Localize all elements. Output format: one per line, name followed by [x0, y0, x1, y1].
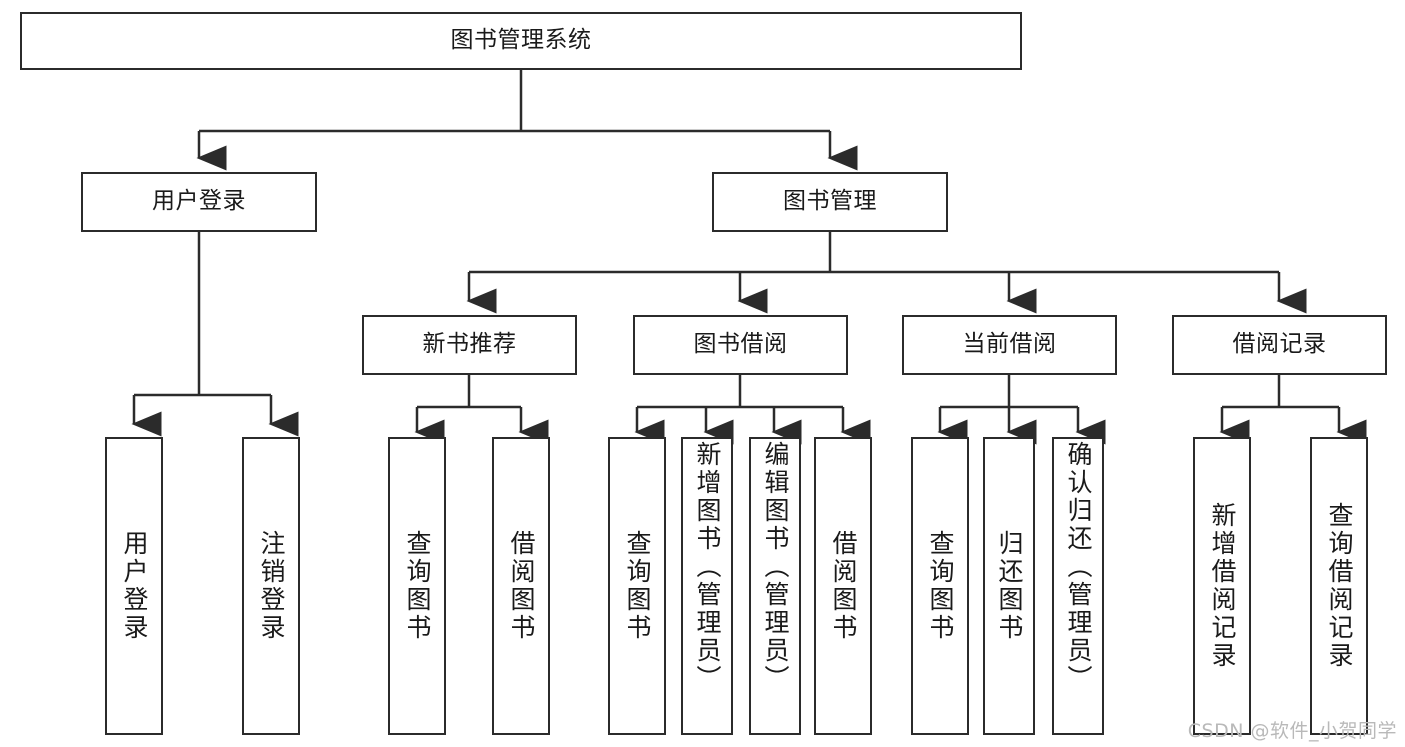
leaf-borrow-book-2-label: 借阅图书	[829, 530, 858, 642]
node-user-login-label: 用户登录	[152, 188, 246, 215]
node-borrow-record[interactable]: 借阅记录	[1172, 315, 1387, 375]
node-book-borrow-label: 图书借阅	[693, 331, 788, 358]
node-book-management[interactable]: 图书管理	[712, 172, 948, 232]
leaf-add-book-label: 新增图书（管理员）	[693, 441, 722, 693]
leaf-return-book[interactable]: 归还图书	[983, 437, 1035, 735]
leaf-add-book[interactable]: 新增图书（管理员）	[681, 437, 733, 735]
leaf-query-book-2[interactable]: 查询图书	[608, 437, 666, 735]
leaf-add-record[interactable]: 新增借阅记录	[1193, 437, 1251, 735]
leaf-user-login-label: 用户登录	[120, 530, 149, 642]
leaf-query-record[interactable]: 查询借阅记录	[1310, 437, 1368, 735]
leaf-edit-book[interactable]: 编辑图书（管理员）	[749, 437, 801, 735]
leaf-query-record-label: 查询借阅记录	[1325, 502, 1354, 670]
node-current-borrow-label: 当前借阅	[962, 331, 1057, 358]
leaf-confirm-return[interactable]: 确认归还（管理员）	[1052, 437, 1104, 735]
node-book-management-label: 图书管理	[783, 188, 877, 215]
leaf-query-book-1[interactable]: 查询图书	[388, 437, 446, 735]
leaf-confirm-return-label: 确认归还（管理员）	[1064, 441, 1093, 693]
node-current-borrow[interactable]: 当前借阅	[902, 315, 1117, 375]
leaf-add-record-label: 新增借阅记录	[1208, 502, 1237, 670]
leaf-edit-book-label: 编辑图书（管理员）	[761, 441, 790, 693]
leaf-borrow-book-2[interactable]: 借阅图书	[814, 437, 872, 735]
leaf-user-logout-label: 注销登录	[257, 530, 286, 642]
node-root[interactable]: 图书管理系统	[20, 12, 1022, 70]
leaf-user-login[interactable]: 用户登录	[105, 437, 163, 735]
leaf-query-book-2-label: 查询图书	[623, 530, 652, 642]
leaf-user-logout[interactable]: 注销登录	[242, 437, 300, 735]
node-user-login[interactable]: 用户登录	[81, 172, 317, 232]
node-borrow-record-label: 借阅记录	[1232, 331, 1327, 358]
leaf-query-book-1-label: 查询图书	[403, 530, 432, 642]
leaf-borrow-book-1[interactable]: 借阅图书	[492, 437, 550, 735]
leaf-borrow-book-1-label: 借阅图书	[507, 530, 536, 642]
leaf-return-book-label: 归还图书	[995, 530, 1024, 642]
leaf-query-book-3[interactable]: 查询图书	[911, 437, 969, 735]
node-root-label: 图书管理系统	[450, 27, 592, 54]
node-book-borrow[interactable]: 图书借阅	[633, 315, 848, 375]
node-new-book-recommend-label: 新书推荐	[422, 331, 517, 358]
leaf-query-book-3-label: 查询图书	[926, 530, 955, 642]
csdn-watermark: CSDN @软件_小贺同学	[1187, 720, 1397, 742]
node-new-book-recommend[interactable]: 新书推荐	[362, 315, 577, 375]
